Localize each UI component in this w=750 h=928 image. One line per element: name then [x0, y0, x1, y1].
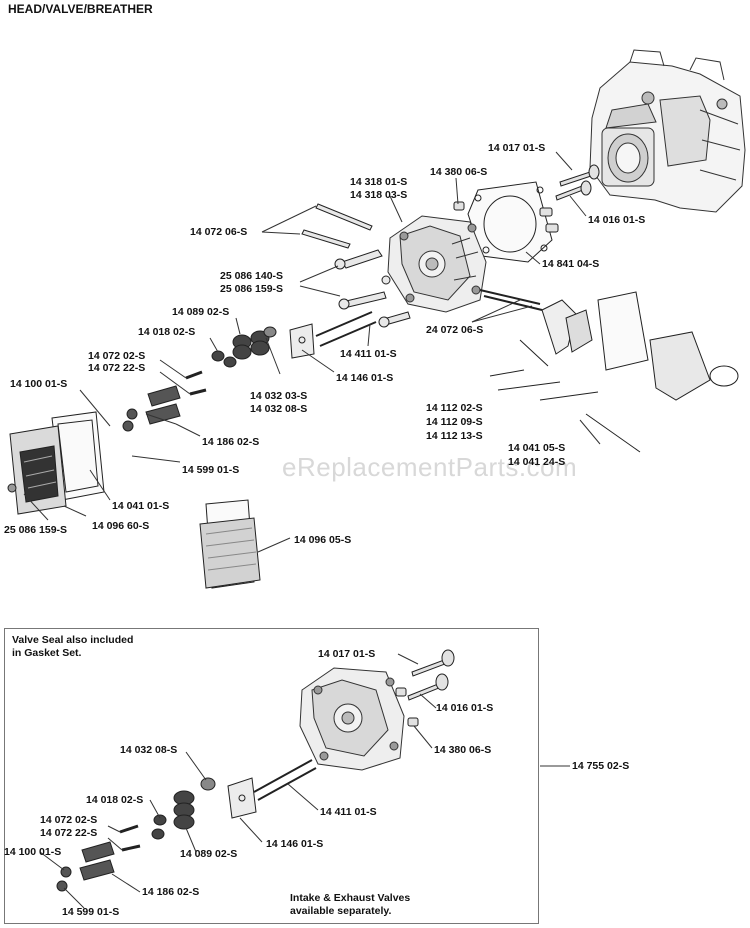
part-label: 14 146 01-S — [266, 838, 324, 850]
part-label: 14 041 05-S — [508, 442, 566, 454]
part-label: 14 017 01-S — [318, 648, 376, 660]
head-gasket-drawing — [467, 181, 553, 263]
part-label: 14 411 01-S — [320, 806, 377, 818]
valves-note-line2: available separately. — [290, 905, 392, 917]
cylinder-block-drawing — [589, 49, 746, 213]
part-label: 14 032 03-S — [250, 390, 308, 402]
kit-note-line1: Valve Seal also included — [12, 634, 134, 646]
part-label: 14 016 01-S — [436, 702, 494, 714]
leader-lines — [23, 151, 601, 553]
part-label: 14 032 08-S — [250, 403, 308, 415]
part-label: 14 318 01-S — [350, 176, 408, 188]
part-label: 14 186 02-S — [202, 436, 260, 448]
part-label: 14 016 01-S — [588, 214, 646, 226]
part-label: 14 755 02-S — [572, 760, 630, 772]
watermark: eReplacementParts.com — [282, 452, 578, 482]
part-label: 14 112 13-S — [426, 430, 483, 442]
part-label: 14 599 01-S — [182, 464, 240, 476]
part-label: 14 072 02-S — [88, 350, 146, 362]
part-label: 14 072 06-S — [190, 226, 248, 238]
part-label: 14 017 01-S — [488, 142, 546, 154]
breather-parts-drawing — [489, 291, 739, 453]
part-label: 14 072 02-S — [40, 814, 98, 826]
kit-note-line2: in Gasket Set. — [12, 647, 82, 659]
breather-cover-drawing — [199, 499, 261, 589]
head-bolts-drawing — [301, 203, 411, 328]
part-label: 14 411 01-S — [340, 348, 397, 360]
part-label: 14 112 02-S — [426, 402, 483, 414]
part-label: 14 112 09-S — [426, 416, 483, 428]
kit-valve-springs-drawing — [151, 777, 216, 840]
part-label: 25 086 159-S — [4, 524, 68, 536]
part-label: 14 089 02-S — [172, 306, 230, 318]
cylinder-head-drawing — [387, 215, 487, 313]
part-label: 14 018 02-S — [86, 794, 144, 806]
rocker-arms-drawing — [122, 370, 207, 432]
push-rods-drawing — [315, 289, 543, 347]
kit-rocker-plate-drawing — [227, 777, 257, 819]
valve-cover-drawing — [7, 411, 105, 515]
kit-rocker-arms-drawing — [56, 824, 141, 892]
part-label: 14 096 60-S — [92, 520, 150, 532]
valves-note-line1: Intake & Exhaust Valves — [290, 892, 411, 904]
part-label: 14 380 06-S — [434, 744, 492, 756]
kit-leader-lines — [39, 653, 570, 909]
part-label: 24 072 06-S — [426, 324, 484, 336]
part-label: 14 072 22-S — [88, 362, 146, 374]
part-label: 14 032 08-S — [120, 744, 178, 756]
part-label: 14 089 02-S — [180, 848, 238, 860]
part-label: 14 041 01-S — [112, 500, 170, 512]
kit-valves-drawing — [395, 649, 455, 727]
part-label: 14 599 01-S — [62, 906, 120, 918]
part-label: 14 380 06-S — [430, 166, 488, 178]
part-label: 14 018 02-S — [138, 326, 196, 338]
valves-drawing — [453, 164, 600, 233]
kit-push-rods-drawing — [253, 759, 317, 801]
part-label: 25 086 159-S — [220, 283, 284, 295]
part-label: 14 096 05-S — [294, 534, 352, 546]
part-label: 14 186 02-S — [142, 886, 200, 898]
part-label: 14 100 01-S — [10, 378, 68, 390]
part-label: 14 072 22-S — [40, 827, 98, 839]
gasket-kit-box — [4, 628, 539, 924]
valve-springs-drawing — [211, 326, 277, 368]
part-label: 14 841 04-S — [542, 258, 600, 270]
rocker-plate-drawing — [289, 323, 315, 359]
part-label: 14 318 03-S — [350, 189, 408, 201]
part-label: 14 100 01-S — [4, 846, 62, 858]
part-label: 25 086 140-S — [220, 270, 284, 282]
part-label: 14 041 24-S — [508, 456, 566, 468]
diagram-title: HEAD/VALVE/BREATHER — [8, 2, 153, 16]
part-label: 14 146 01-S — [336, 372, 394, 384]
kit-cylinder-head-drawing — [299, 667, 405, 771]
